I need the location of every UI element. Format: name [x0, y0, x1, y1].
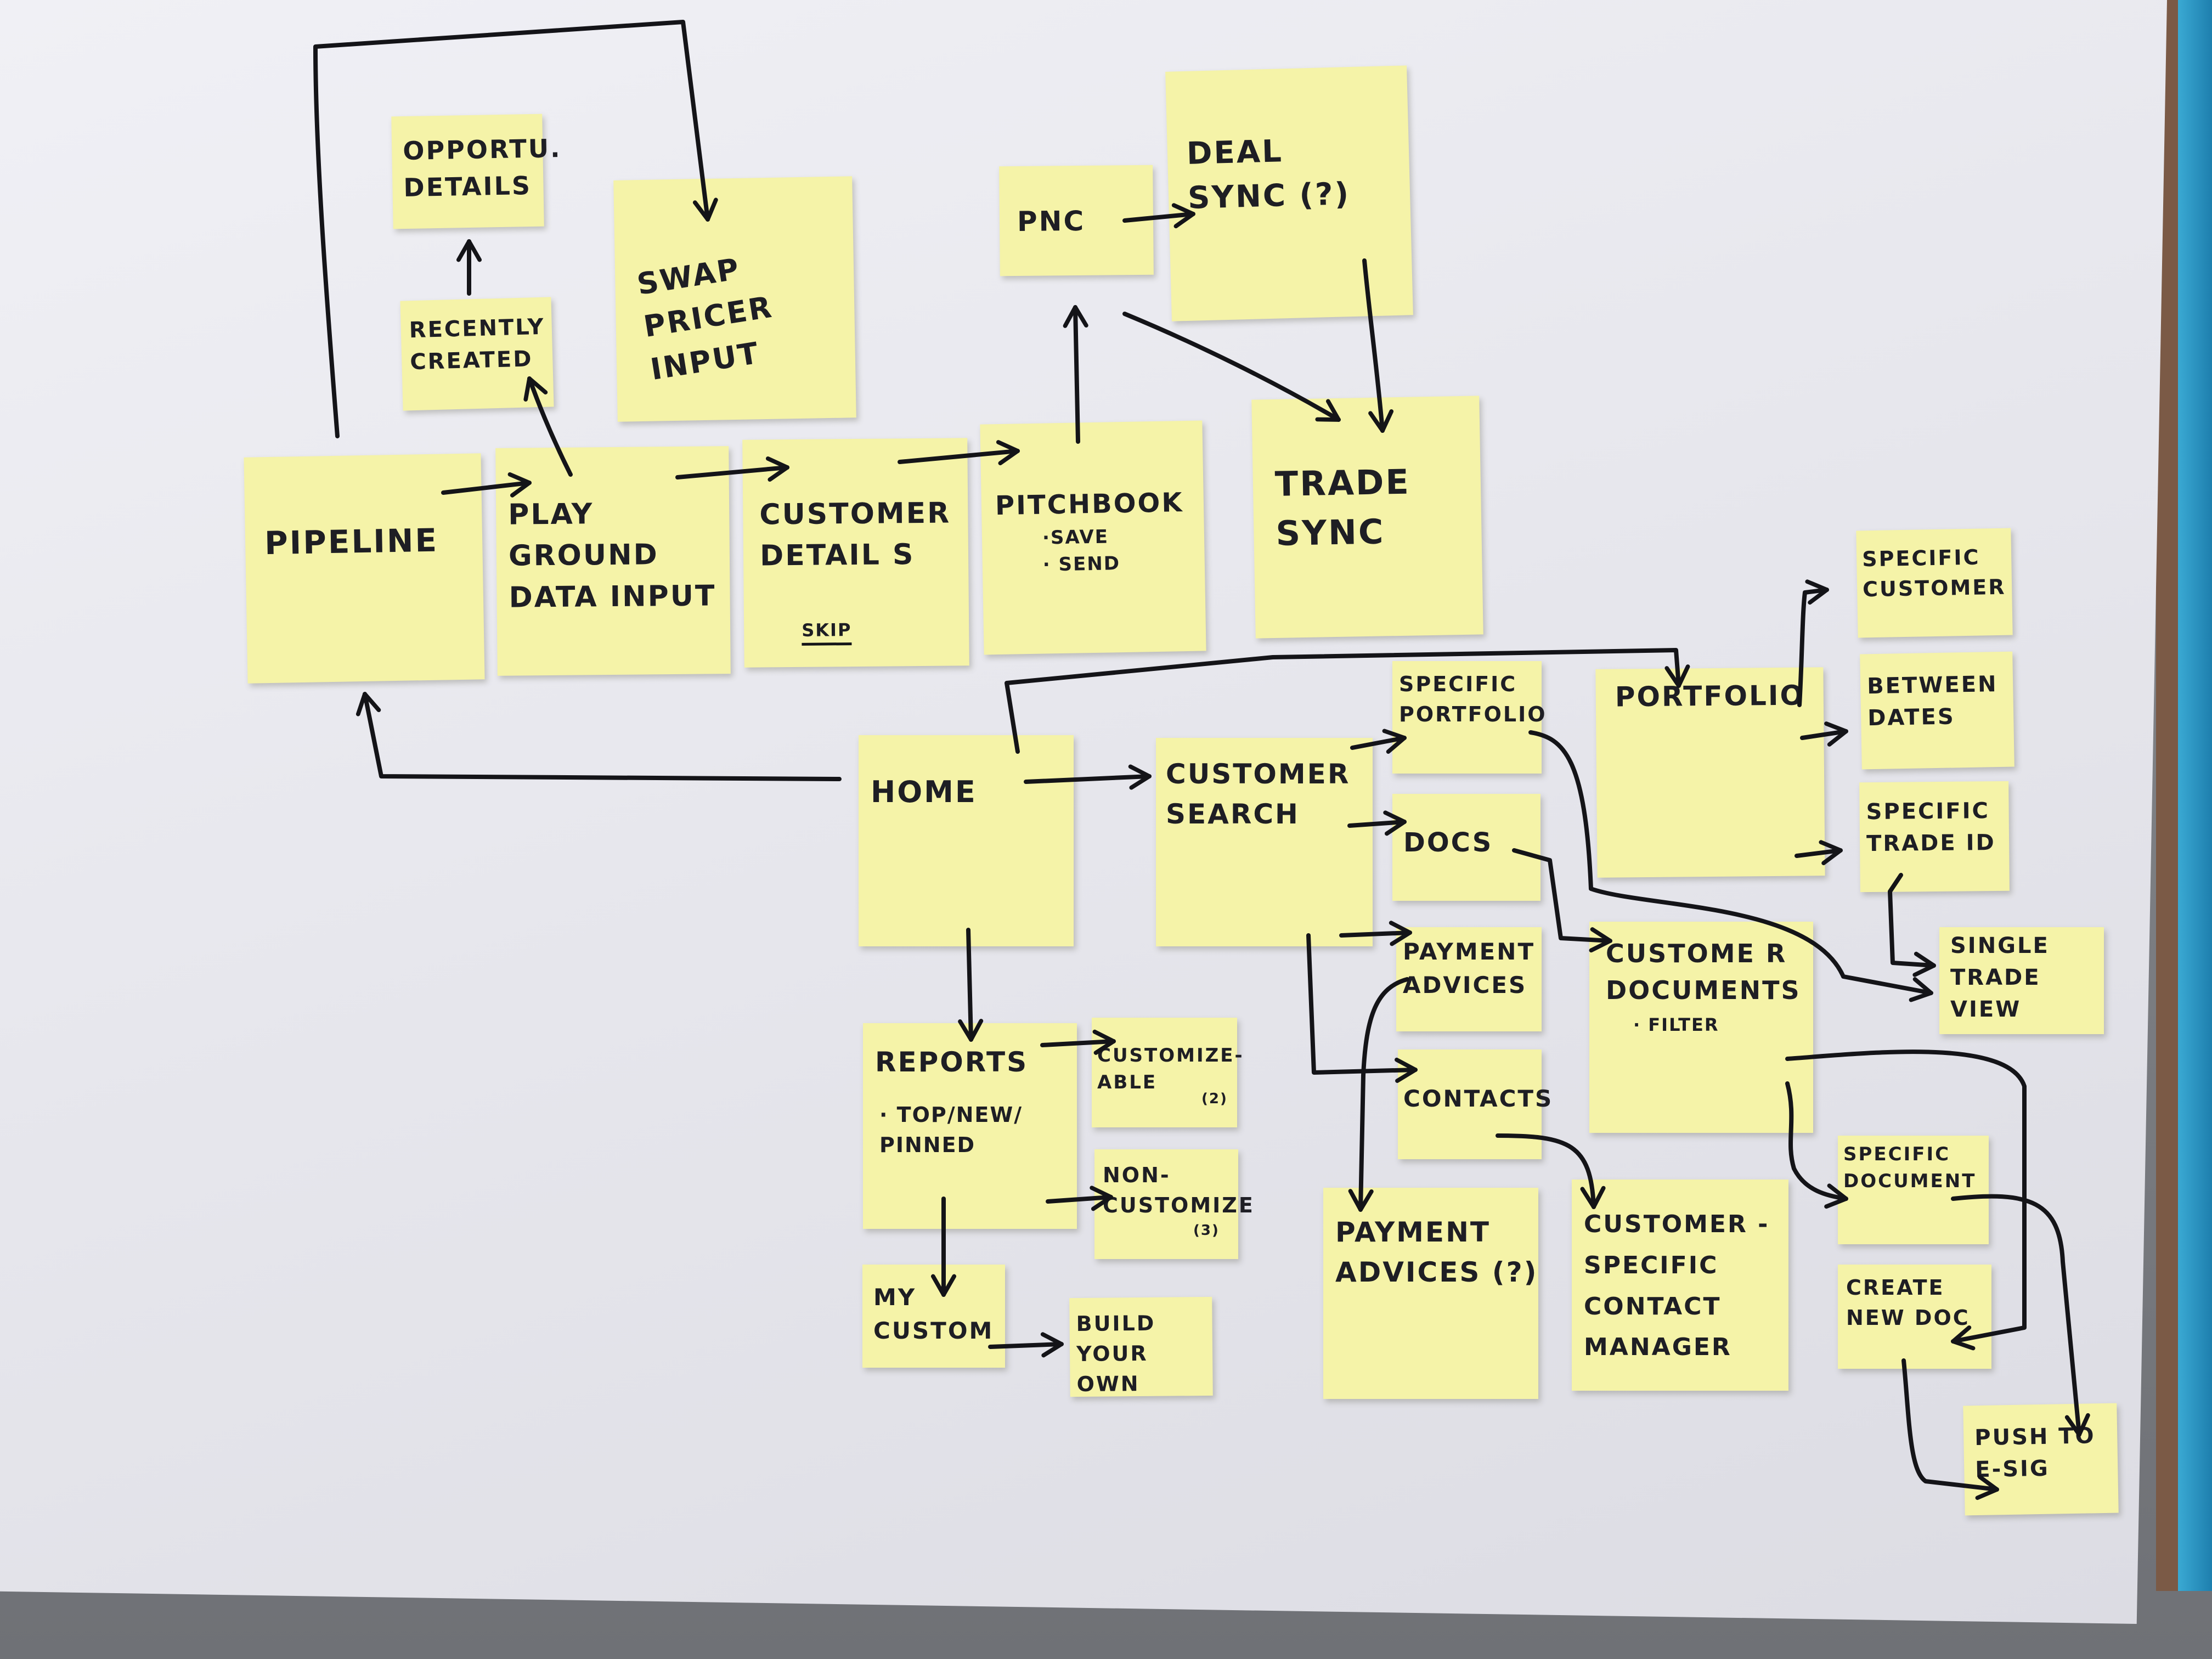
note-customer-details: CUSTOMER DETAIL S SKIP [742, 438, 969, 668]
note-text: PAYMENT ADVICES (?) [1335, 1216, 1538, 1288]
note-text: REPORTS [875, 1046, 1029, 1078]
note-text: SWAP PRICER INPUT [634, 251, 776, 387]
note-text: HOME [871, 775, 977, 809]
note-text: SPECIFIC TRADE ID [1866, 798, 1996, 857]
note-text: SPECIFIC DOCUMENT [1843, 1143, 1977, 1193]
note-text: PLAY GROUND DATA INPUT [507, 498, 716, 614]
note-text: OPPORTU. DETAILS [402, 133, 562, 202]
note-text: TRADE SYNC [1274, 461, 1411, 554]
note-pipeline: PIPELINE [244, 453, 485, 684]
note-text: CONTACTS [1403, 1085, 1554, 1112]
note-payment-advices-q: PAYMENT ADVICES (?) [1323, 1188, 1538, 1399]
note-home: HOME [859, 735, 1074, 946]
note-specific-document: SPECIFIC DOCUMENT [1838, 1136, 1989, 1244]
note-text: SPECIFIC CUSTOMER [1861, 545, 2006, 602]
note-contacts: CONTACTS [1398, 1049, 1551, 1159]
note-playground-data-input: PLAY GROUND DATA INPUT [495, 446, 731, 676]
note-swap-pricer-input: SWAP PRICER INPUT [613, 176, 856, 422]
blue-backdrop [2178, 0, 2212, 1591]
note-build-your-own: BUILD YOUR OWN [1069, 1296, 1213, 1397]
note-single-trade-view: SINGLE TRADE VIEW [1939, 927, 2104, 1034]
note-text: PNC [1017, 205, 1086, 238]
note-reports: REPORTS · TOP/NEW/ PINNED [863, 1023, 1077, 1229]
note-pnc: PNC [999, 165, 1154, 276]
note-specific-customer: SPECIFIC CUSTOMER [1856, 528, 2013, 638]
count-label: (2) [1201, 1091, 1228, 1107]
note-portfolio: PORTFOLIO [1595, 667, 1825, 878]
note-text: NON- CUSTOMIZE [1103, 1163, 1255, 1218]
note-text: DOCS [1403, 827, 1493, 858]
skip-label: SKIP [802, 617, 852, 646]
note-text: BETWEEN DATES [1866, 672, 1998, 731]
note-specific-portfolio: SPECIFIC PORTFOLIO [1392, 661, 1545, 774]
filter-label: · FILTER [1633, 1014, 1719, 1035]
note-docs: DOCS [1392, 794, 1541, 901]
note-customer-search: CUSTOMER SEARCH [1156, 738, 1373, 946]
note-text: CUSTOMER - SPECIFIC CONTACT MANAGER [1584, 1210, 1770, 1362]
note-customizeable: CUSTOMIZE- ABLE (2) [1092, 1018, 1243, 1127]
count-label: (3) [1193, 1222, 1220, 1239]
note-text: DEAL SYNC (?) [1186, 133, 1351, 217]
note-text: PITCHBOOK [995, 487, 1184, 522]
note-push-to-esig: PUSH TO E-SIG [1963, 1403, 2119, 1516]
note-text: CUSTOMER SEARCH [1166, 758, 1351, 830]
note-text: CREATE NEW DOC [1846, 1276, 1970, 1330]
note-opportunity-details: OPPORTU. DETAILS [391, 114, 562, 229]
note-recently-created: RECENTLY CREATED [400, 297, 554, 411]
note-text: CUSTOMER DETAIL S [759, 496, 951, 573]
note-non-customize: NON- CUSTOMIZE (3) [1094, 1149, 1253, 1259]
note-my-custom: MY CUSTOM [862, 1265, 1005, 1368]
note-text: RECENTLY CREATED [409, 314, 546, 375]
note-text: SINGLE TRADE VIEW [1950, 933, 2050, 1022]
note-text: CUSTOMIZE- ABLE [1097, 1045, 1244, 1094]
note-text: SPECIFIC PORTFOLIO [1399, 672, 1547, 727]
note-text: MY CUSTOM [873, 1284, 994, 1344]
note-pitchbook: PITCHBOOK ·SAVE · SEND [980, 420, 1206, 655]
note-between-dates: BETWEEN DATES [1860, 651, 2015, 770]
note-text: PORTFOLIO [1615, 679, 1805, 713]
note-payment-advices: PAYMENT ADVICES [1396, 927, 1542, 1031]
pitchbook-sublist: ·SAVE · SEND [1042, 526, 1121, 576]
note-trade-sync: TRADE SYNC [1251, 396, 1483, 639]
note-customer-specific-contact-manager: CUSTOMER - SPECIFIC CONTACT MANAGER [1572, 1180, 1788, 1391]
note-text: PAYMENT ADVICES [1403, 938, 1536, 998]
note-customer-documents: CUSTOME R DOCUMENTS · FILTER [1589, 922, 1813, 1133]
reports-sublist: · TOP/NEW/ PINNED [879, 1103, 1023, 1158]
note-text: BUILD YOUR OWN [1076, 1311, 1156, 1397]
note-deal-sync: DEAL SYNC (?) [1165, 65, 1413, 321]
note-specific-trade-id: SPECIFIC TRADE ID [1859, 781, 2010, 893]
note-text: PUSH TO E-SIG [1974, 1423, 2096, 1483]
note-text: PIPELINE [264, 521, 439, 562]
note-text: CUSTOME R DOCUMENTS [1606, 939, 1801, 1005]
note-create-new-doc: CREATE NEW DOC [1838, 1265, 1991, 1369]
